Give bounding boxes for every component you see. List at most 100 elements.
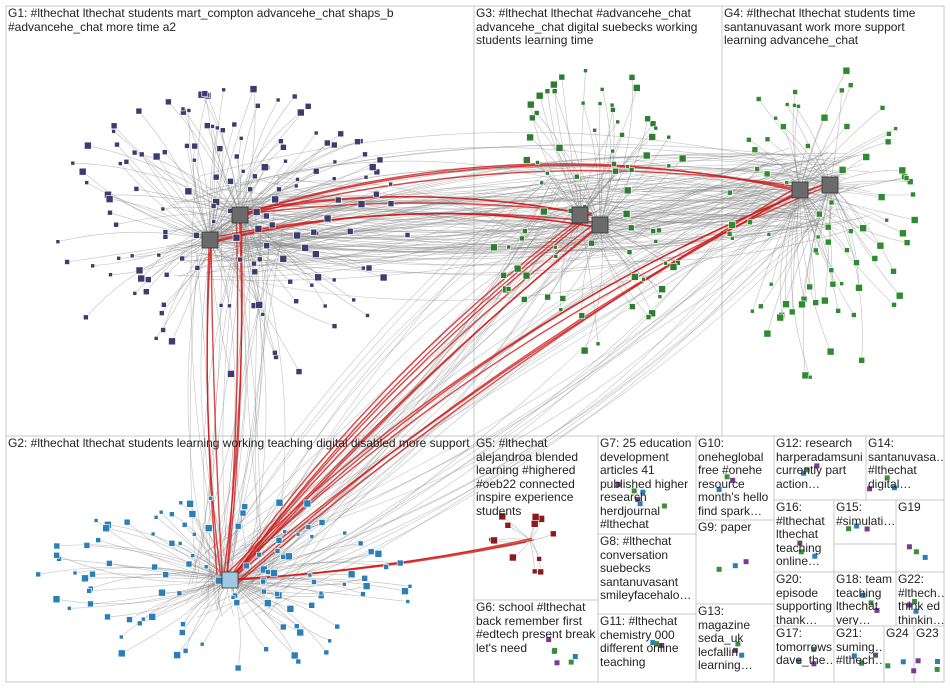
node-g2	[275, 498, 284, 507]
node-g4	[821, 296, 829, 305]
edge-bundle	[564, 193, 823, 251]
node-g5	[531, 568, 538, 575]
node-g1	[232, 233, 241, 242]
node-g1	[255, 301, 263, 309]
node-minor	[554, 660, 560, 666]
node-g1	[105, 195, 114, 203]
node-g2	[53, 551, 60, 559]
node-g1	[227, 178, 234, 185]
node-g2	[215, 576, 223, 585]
node-g3	[573, 173, 580, 180]
group-label-g13: G13: magazine seda_uk lecfallin learning…	[698, 605, 753, 672]
node-g1	[211, 219, 216, 224]
edge-g1	[239, 99, 279, 216]
node-g5	[536, 556, 542, 562]
node-g4	[812, 247, 819, 254]
node-minor	[900, 659, 906, 665]
node-layer	[35, 66, 940, 674]
node-g2	[126, 616, 133, 623]
node-minor	[631, 488, 637, 494]
node-g2	[307, 572, 313, 578]
node-g1	[263, 212, 270, 220]
group-label-g18: G18: team teaching lthechat very…	[836, 573, 893, 625]
node-g1	[156, 252, 162, 258]
edge-bundle	[631, 153, 792, 245]
node-g4	[805, 143, 811, 149]
node-g4	[766, 232, 772, 237]
node-g2	[137, 620, 143, 627]
node-g3	[551, 88, 558, 94]
node-g2	[293, 623, 300, 629]
node-g1	[346, 228, 354, 235]
edge-g2	[86, 545, 231, 581]
node-g2	[280, 554, 287, 560]
hub-node	[231, 206, 249, 224]
node-g4	[826, 347, 835, 356]
node-minor	[915, 658, 921, 664]
edge-bundle	[205, 183, 821, 275]
node-g3	[506, 244, 512, 250]
node-g1	[330, 141, 338, 149]
node-g1	[295, 368, 303, 375]
node-g2	[173, 651, 181, 659]
node-g1	[114, 141, 120, 148]
edge-g3	[581, 224, 601, 316]
node-g4	[890, 267, 897, 275]
node-g1	[193, 232, 200, 239]
node-g4	[903, 239, 911, 246]
node-g1	[132, 291, 138, 296]
edge-bundle	[212, 175, 544, 550]
edge-g1	[239, 105, 259, 216]
node-g2	[106, 560, 113, 567]
edge-bundle	[630, 169, 870, 220]
node-g4	[816, 210, 823, 218]
node-g2	[234, 522, 242, 530]
edge-bundle	[188, 221, 552, 568]
node-g4	[812, 299, 820, 306]
node-g2	[104, 613, 111, 621]
node-minor	[860, 592, 866, 598]
node-g1	[90, 263, 95, 269]
node-g3	[666, 134, 672, 140]
node-g3	[644, 115, 651, 123]
node-minor	[867, 486, 873, 492]
edge-g4	[794, 105, 831, 186]
edge-g1	[67, 239, 211, 263]
node-g2	[153, 514, 159, 520]
edge-bundle	[232, 217, 818, 301]
edge-g4	[829, 184, 860, 288]
node-g2	[192, 531, 197, 537]
node-g2	[360, 591, 366, 597]
node-minor	[658, 643, 664, 648]
node-g1	[293, 183, 299, 189]
edge-bundle	[534, 213, 828, 235]
node-g1	[279, 255, 288, 263]
hub-node	[791, 181, 809, 199]
node-g3	[535, 160, 540, 165]
node-g4	[798, 300, 806, 309]
node-g4	[893, 126, 898, 131]
node-g2	[118, 649, 126, 658]
node-g2	[83, 542, 91, 549]
highlight-edge	[206, 242, 218, 575]
edge-g1	[146, 214, 241, 292]
edge-g1	[201, 94, 241, 216]
node-g1	[252, 208, 261, 216]
node-g2	[303, 499, 312, 508]
node-g4	[773, 115, 778, 121]
highlight-edge	[213, 213, 604, 242]
node-g1	[212, 173, 220, 181]
highlight-edge	[210, 241, 224, 580]
node-minor	[798, 549, 804, 555]
node-g2	[52, 595, 61, 604]
edge-g2	[229, 579, 241, 669]
node-g4	[838, 87, 845, 94]
node-g2	[361, 574, 369, 582]
node-g1	[162, 229, 169, 235]
node-g4	[768, 281, 774, 287]
group-label-g12: G12: research harperadamsuni currently p…	[776, 437, 863, 491]
node-minor	[912, 599, 918, 604]
node-g4	[877, 193, 886, 201]
node-g1	[143, 288, 150, 296]
node-g1	[260, 163, 269, 171]
